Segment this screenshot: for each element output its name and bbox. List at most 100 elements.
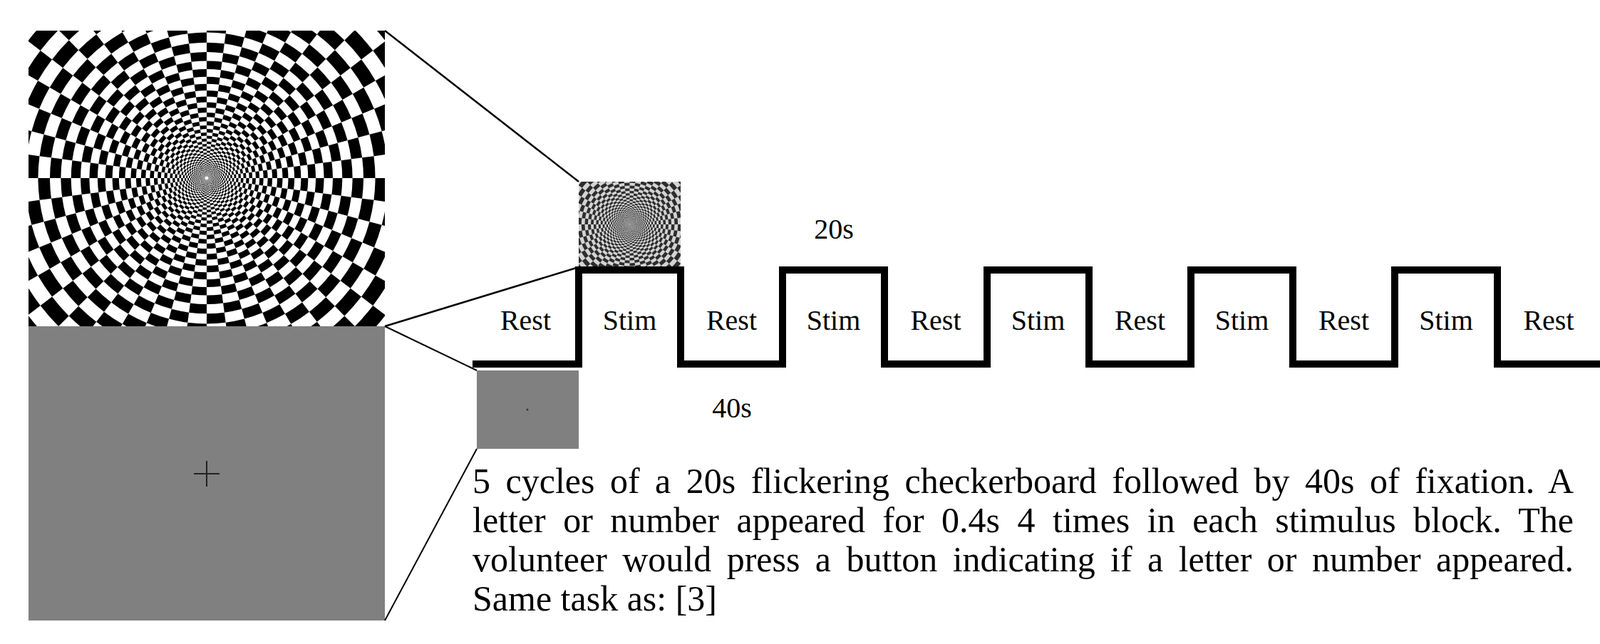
checker-cell bbox=[238, 198, 244, 205]
checker-cell bbox=[208, 174, 211, 177]
checker-cell bbox=[203, 178, 205, 179]
checker-cell bbox=[212, 222, 219, 227]
checker-cell bbox=[249, 196, 256, 205]
checker-cell bbox=[188, 143, 194, 149]
checker-cell bbox=[163, 116, 174, 127]
checker-cell bbox=[205, 175, 207, 177]
checker-cell bbox=[208, 173, 210, 175]
checker-cell bbox=[172, 196, 178, 203]
checker-cell bbox=[203, 176, 204, 179]
checker-cell bbox=[205, 180, 207, 182]
checker-cell bbox=[214, 185, 216, 187]
checker-cell bbox=[295, 281, 318, 303]
checker-cell bbox=[194, 84, 207, 92]
checker-cell bbox=[208, 181, 210, 184]
checker-cell bbox=[186, 102, 198, 110]
checker-cell bbox=[203, 181, 206, 184]
checker-cell bbox=[209, 156, 213, 159]
checker-cell bbox=[207, 178, 209, 180]
checker-cell bbox=[218, 178, 220, 180]
checker-cell bbox=[209, 179, 211, 182]
checker-cell bbox=[205, 173, 207, 175]
checker-cell bbox=[205, 179, 207, 181]
checker-cell bbox=[208, 173, 210, 176]
checker-cell bbox=[62, 280, 88, 307]
checker-cell bbox=[328, 143, 342, 162]
checker-cell bbox=[124, 277, 144, 296]
checker-cell bbox=[158, 134, 167, 144]
checker-cell bbox=[90, 192, 102, 209]
checker-cell bbox=[181, 171, 184, 176]
checker-cell bbox=[216, 175, 219, 177]
checker-cell bbox=[187, 32, 207, 44]
checker-cell bbox=[175, 181, 179, 187]
checker-cell bbox=[70, 82, 91, 106]
checker-cell bbox=[204, 175, 206, 177]
checker-cell bbox=[210, 178, 212, 181]
checker-cell bbox=[220, 163, 224, 167]
checker-cell bbox=[207, 181, 209, 183]
checker-cell bbox=[206, 168, 209, 171]
checker-cell bbox=[150, 147, 158, 157]
checker-cell bbox=[248, 190, 254, 198]
checker-cell bbox=[220, 169, 224, 173]
checker-cell bbox=[177, 189, 182, 194]
checker-cell bbox=[315, 110, 333, 130]
checker-cell bbox=[202, 176, 204, 178]
checker-cell bbox=[245, 153, 252, 162]
checker-cell bbox=[210, 178, 213, 180]
checker-cell bbox=[215, 180, 216, 182]
checker-cell bbox=[213, 200, 217, 204]
checker-cell bbox=[215, 165, 219, 168]
checker-cell bbox=[182, 262, 196, 272]
checker-cell bbox=[163, 172, 168, 179]
checker-cell bbox=[278, 240, 294, 256]
checker-cell bbox=[173, 291, 192, 303]
checker-cell bbox=[202, 207, 207, 210]
checker-cell bbox=[203, 178, 205, 179]
checker-cell bbox=[187, 178, 189, 182]
checker-cell bbox=[259, 145, 268, 155]
checker-cell bbox=[200, 173, 202, 174]
checker-cell bbox=[139, 240, 154, 254]
checker-cell bbox=[211, 181, 213, 182]
checker-cell bbox=[201, 176, 204, 179]
checker-cell bbox=[186, 160, 191, 164]
checker-cell bbox=[194, 219, 201, 224]
checker-cell bbox=[212, 155, 216, 159]
checker-cell bbox=[201, 212, 207, 216]
checker-cell bbox=[210, 182, 211, 184]
checker-cell bbox=[196, 169, 199, 172]
checker-cell bbox=[208, 176, 209, 177]
checker-cell bbox=[194, 184, 197, 187]
checker-cell bbox=[218, 179, 220, 182]
checker-cell bbox=[181, 184, 185, 189]
checker-cell bbox=[210, 206, 215, 210]
checker-cell bbox=[201, 175, 204, 177]
checker-cell bbox=[200, 179, 201, 181]
checker-cell bbox=[191, 156, 195, 160]
checker-cell bbox=[198, 173, 200, 176]
checker-cell bbox=[215, 183, 217, 186]
checker-cell bbox=[203, 166, 206, 169]
checker-cell bbox=[322, 250, 343, 274]
checker-cell bbox=[220, 123, 229, 130]
checker-cell bbox=[203, 173, 206, 175]
checker-cell bbox=[173, 117, 184, 126]
checker-cell bbox=[208, 176, 209, 178]
checker-cell bbox=[200, 154, 204, 157]
checker-cell bbox=[213, 173, 215, 176]
checker-cell bbox=[204, 176, 206, 177]
checker-cell bbox=[171, 163, 175, 169]
checker-cell bbox=[200, 171, 202, 173]
checker-cell bbox=[198, 178, 199, 181]
checker-cell bbox=[225, 162, 229, 167]
checker-cell bbox=[198, 181, 200, 183]
checker-cell bbox=[119, 116, 132, 131]
checker-cell bbox=[162, 96, 176, 108]
checker-cell bbox=[111, 228, 127, 245]
checker-cell bbox=[208, 161, 211, 164]
checker-cell bbox=[239, 230, 250, 240]
checker-cell bbox=[199, 183, 201, 185]
checker-cell bbox=[245, 178, 250, 184]
